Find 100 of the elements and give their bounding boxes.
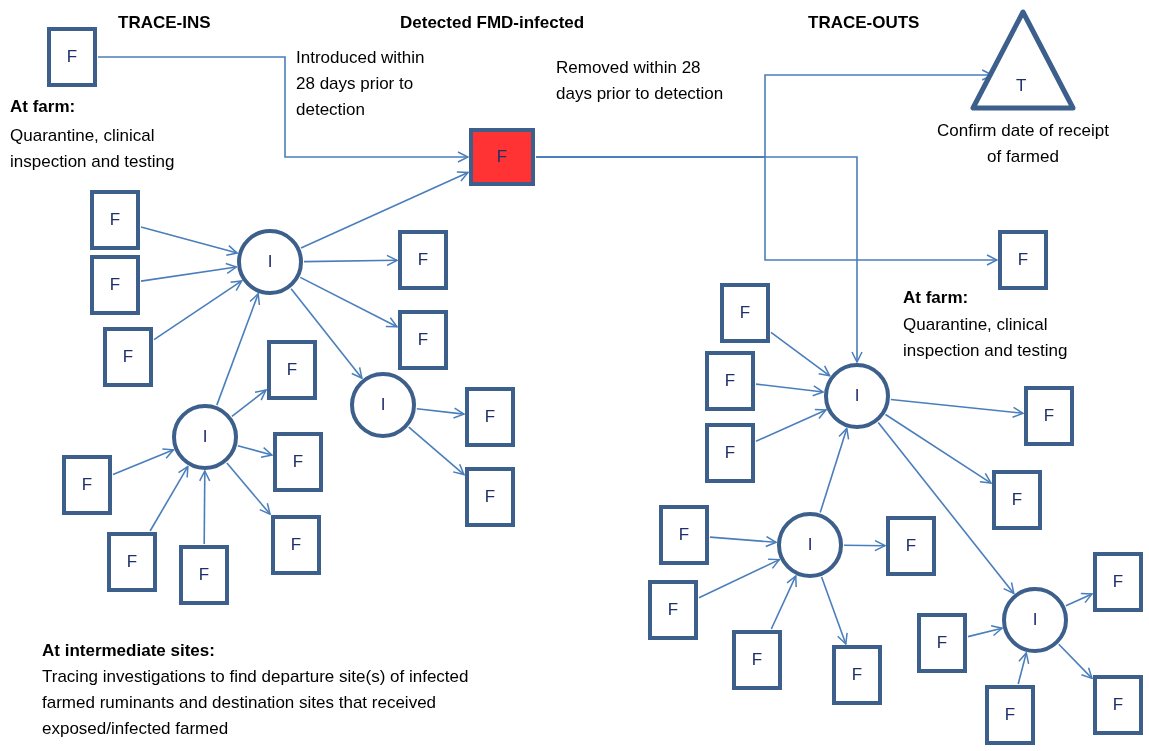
node-label: F xyxy=(109,210,121,230)
arrow xyxy=(820,576,848,645)
heading-text: TRACE-INS xyxy=(118,12,212,34)
arrow xyxy=(535,156,863,363)
arrow xyxy=(303,254,398,267)
farm-box xyxy=(998,230,1048,290)
farm-box xyxy=(107,532,157,592)
node-label: F xyxy=(739,303,751,323)
arrow xyxy=(231,389,267,418)
node-label: F xyxy=(851,665,863,685)
note-text: Tracing investigations to find departure site(s) of infected farmed ruminants and destination sites that received exposed/infected farmed xyxy=(42,666,470,740)
arrow xyxy=(198,470,211,545)
node-label: I xyxy=(807,535,813,555)
arrow xyxy=(140,262,238,282)
farm-box xyxy=(267,340,317,400)
arrow xyxy=(290,287,363,380)
arrow xyxy=(112,448,175,476)
farm-box xyxy=(47,27,97,87)
farm-box xyxy=(1024,386,1074,446)
node-label: T xyxy=(1016,76,1027,96)
node-label: F xyxy=(417,330,429,350)
heading-text: At farm: xyxy=(10,96,77,118)
farm-box xyxy=(886,516,936,576)
node-label: I xyxy=(1032,610,1038,630)
node-label: F xyxy=(905,536,917,556)
arrow xyxy=(755,383,824,397)
node-label: F xyxy=(1004,705,1016,725)
node-label: F xyxy=(1011,490,1023,510)
node-caption: Confirm date of receipt of farmed xyxy=(936,120,1110,168)
node-label: F xyxy=(1112,572,1124,592)
node-label: F xyxy=(290,535,302,555)
note-text: Quarantine, clinical inspection and testing xyxy=(10,125,176,173)
farm-box xyxy=(917,613,967,673)
farm-box xyxy=(465,387,515,447)
arrow xyxy=(770,331,831,377)
node-label: F xyxy=(496,147,508,167)
arrow xyxy=(967,625,1003,638)
farm-box xyxy=(398,310,448,370)
arrow xyxy=(299,276,398,328)
arrow xyxy=(1058,643,1093,680)
node-label: F xyxy=(292,452,304,472)
node-label: F xyxy=(1017,250,1029,270)
site-circle xyxy=(172,404,238,470)
node-label: F xyxy=(936,633,948,653)
arrow xyxy=(709,535,777,548)
farm-box xyxy=(1093,675,1143,735)
arrow xyxy=(843,539,886,552)
node-label: F xyxy=(1112,695,1124,715)
node-label: I xyxy=(854,386,860,406)
arrow xyxy=(237,445,273,458)
farm-box xyxy=(103,327,153,387)
node-label: F xyxy=(751,650,763,670)
node-label: F xyxy=(109,275,121,295)
heading-text: Detected FMD-infected xyxy=(400,12,586,34)
farm-box xyxy=(648,580,698,640)
node-label: F xyxy=(678,525,690,545)
arrow xyxy=(877,421,1015,595)
arrow xyxy=(770,575,797,630)
site-circle xyxy=(350,372,416,438)
node-label: F xyxy=(66,47,78,67)
farm-box xyxy=(720,283,770,343)
node-label: F xyxy=(724,371,736,391)
arrow xyxy=(97,56,469,163)
node-label: F xyxy=(122,347,134,367)
arrow xyxy=(300,171,469,249)
node-label: I xyxy=(267,252,273,272)
farm-box xyxy=(273,432,323,492)
farm-box xyxy=(179,545,229,605)
arrow xyxy=(216,293,261,406)
farm-box xyxy=(705,351,755,411)
arrow xyxy=(890,398,1024,418)
heading-text: At intermediate sites: xyxy=(42,640,216,662)
note-text: Removed within 28 days prior to detection xyxy=(556,57,725,105)
heading-text: At farm: xyxy=(903,287,970,309)
arrow xyxy=(149,465,189,532)
site-circle xyxy=(1002,587,1068,653)
node-label: F xyxy=(198,565,210,585)
site-circle xyxy=(824,363,890,429)
farm-box xyxy=(465,467,515,527)
arrow xyxy=(1017,652,1030,685)
heading-text: TRACE-OUTS xyxy=(808,12,921,34)
farm-box xyxy=(659,505,709,565)
farm-box xyxy=(271,515,321,575)
arrow xyxy=(408,426,465,476)
farm-box xyxy=(985,685,1035,745)
node-label: F xyxy=(484,487,496,507)
farm-box xyxy=(90,255,140,315)
node-label: F xyxy=(81,475,93,495)
arrow xyxy=(153,280,243,341)
arrow xyxy=(884,413,992,484)
node-label: F xyxy=(484,407,496,427)
arrow xyxy=(755,408,827,443)
node-label: F xyxy=(286,360,298,380)
arrow xyxy=(416,407,465,419)
farm-box xyxy=(992,470,1042,530)
farm-box xyxy=(90,190,140,250)
arrow xyxy=(140,226,238,257)
farm-box xyxy=(398,230,448,290)
node-label: F xyxy=(667,600,679,620)
farm-box xyxy=(1093,552,1143,612)
